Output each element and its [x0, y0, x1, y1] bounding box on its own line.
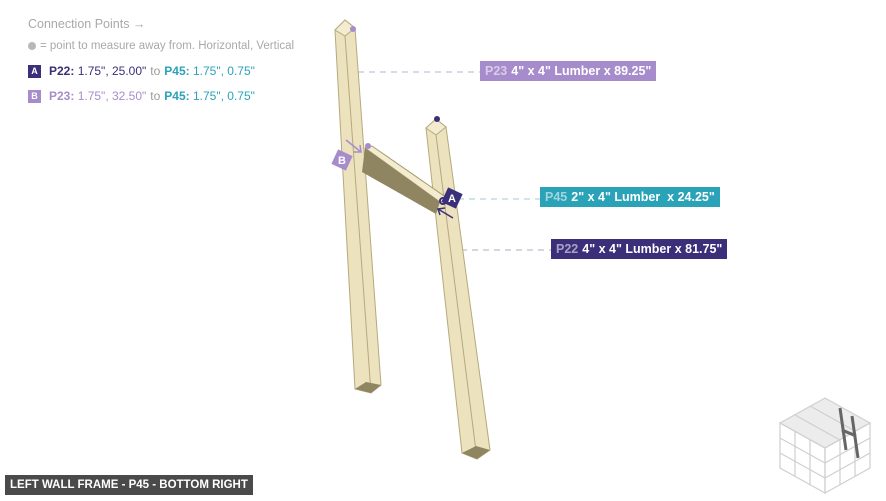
connection-a: A P22: 1.75", 25.00" to P45: 1.75", 0.75… [28, 64, 294, 78]
from-part: P22: [49, 64, 75, 78]
orientation-cube-icon[interactable] [770, 378, 880, 496]
arrow-a-icon [437, 207, 454, 219]
p22-measure-dot-icon [434, 116, 440, 122]
part-desc: 2" x 4" Lumber x 24.25" [571, 190, 715, 204]
part-desc: 4" x 4" Lumber x 81.75" [582, 242, 723, 256]
connection-legend: Connection Points → = point to measure a… [28, 17, 294, 114]
part-id: P23 [485, 64, 508, 78]
to-part: P45: [164, 89, 190, 103]
from-values: 1.75", 25.00" [77, 64, 147, 78]
to-part: P45: [164, 64, 190, 78]
point-b-dot-icon [365, 143, 371, 149]
part-id: P45 [545, 190, 568, 204]
svg-text:B: B [338, 155, 346, 167]
to-values: 1.75", 0.75" [193, 89, 255, 103]
marker-a-icon[interactable]: A [441, 187, 463, 209]
to-values: 1.75", 0.75" [193, 64, 255, 78]
measure-point-dot-icon [28, 42, 36, 50]
to-word: to [150, 89, 161, 103]
to-word: to [150, 64, 161, 78]
badge-b-icon: B [28, 89, 41, 103]
legend-title: Connection Points → [28, 17, 146, 31]
marker-b-icon[interactable]: B [331, 149, 353, 171]
post-p22[interactable] [425, 118, 491, 460]
arrow-b-icon [345, 139, 362, 153]
post-p23[interactable] [334, 19, 382, 394]
legend-note: = point to measure away from. Horizontal… [28, 40, 294, 52]
part-id: P22 [556, 242, 579, 256]
legend-note-text: = point to measure away from. Horizontal… [40, 40, 295, 52]
from-values: 1.75", 32.50" [77, 89, 147, 103]
badge-a-icon: A [28, 64, 41, 78]
from-part: P23: [49, 89, 75, 103]
connection-b: B P23: 1.75", 32.50" to P45: 1.75", 0.75… [28, 89, 294, 103]
part-desc: 4" x 4" Lumber x 89.25" [511, 64, 652, 78]
p23-measure-dot-icon [350, 26, 356, 32]
view-title-bar: LEFT WALL FRAME - P45 - BOTTOM RIGHT [5, 475, 253, 495]
svg-text:A: A [448, 193, 456, 205]
